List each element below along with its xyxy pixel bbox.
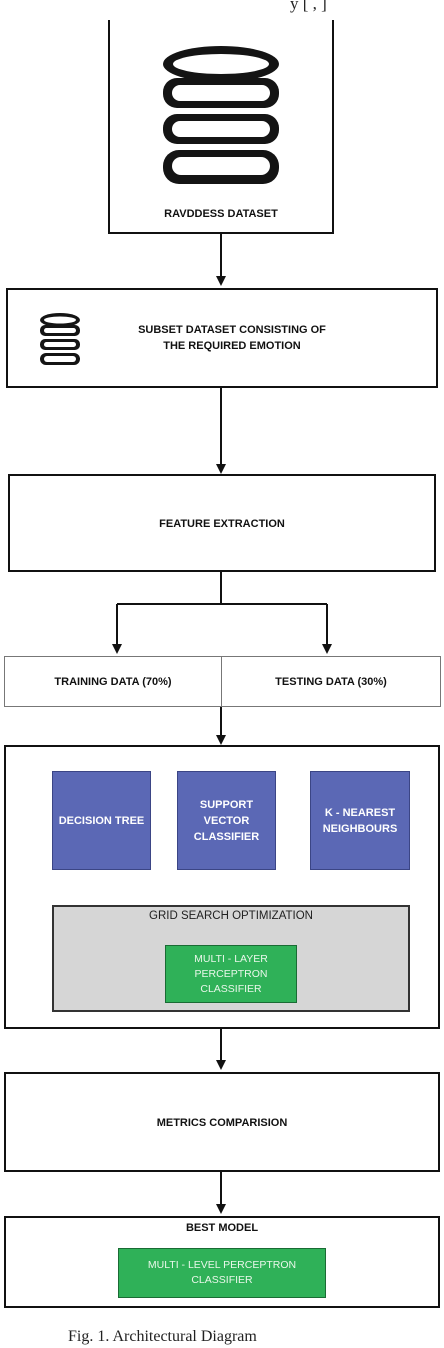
database-icon (163, 46, 279, 184)
subset-label-line1: SUBSET DATASET CONSISTING OF (138, 324, 326, 336)
figure-caption: Fig. 1. Architectural Diagram (68, 1328, 257, 1345)
mlvp-label-line2: CLASSIFIER (191, 1274, 253, 1286)
subset-label-line2: THE REQUIRED EMOTION (163, 340, 301, 352)
metrics-comparison-box: METRICS COMPARISION (4, 1072, 440, 1172)
top-cutoff-text: y [ , ] (290, 0, 327, 13)
svc-label-line3: CLASSIFIER (193, 830, 260, 843)
metrics-comparison-label: METRICS COMPARISION (156, 1117, 288, 1129)
svc-label-line1: SUPPORT (199, 798, 254, 811)
mlp-classifier-box: MULTI - LAYER PERCEPTRON CLASSIFIER (165, 945, 297, 1003)
best-model-label: BEST MODEL (185, 1222, 259, 1234)
dataset-label: RAVDDESS DATASET (164, 208, 278, 220)
mlp-label-line1: MULTI - LAYER (194, 952, 268, 965)
decision-tree-box: DECISION TREE (52, 771, 151, 870)
dataset-box: RAVDDESS DATASET (108, 20, 334, 234)
feature-extraction-label: FEATURE EXTRACTION (159, 518, 285, 530)
knn-box: K - NEAREST NEIGHBOURS (310, 771, 410, 870)
svc-label-line2: VECTOR (203, 814, 250, 827)
database-icon (40, 313, 80, 365)
training-data-label: TRAINING DATA (70%) (54, 676, 172, 688)
subset-label: SUBSET DATASET CONSISTING OF THE REQUIRE… (88, 322, 376, 354)
testing-data-box: TESTING DATA (30%) (221, 656, 441, 707)
subset-box: SUBSET DATASET CONSISTING OF THE REQUIRE… (6, 288, 438, 388)
mlvp-label-line1: MULTI - LEVEL PERCEPTRON (147, 1259, 297, 1271)
training-data-box: TRAINING DATA (70%) (4, 656, 222, 707)
mlp-label-line3: CLASSIFIER (200, 982, 262, 995)
knn-label-line1: K - NEAREST (324, 806, 396, 819)
grid-search-label: GRID SEARCH OPTIMIZATION (149, 910, 313, 922)
svc-box: SUPPORT VECTOR CLASSIFIER (177, 771, 276, 870)
mlp-label-line2: PERCEPTRON (194, 967, 268, 980)
testing-data-label: TESTING DATA (30%) (275, 676, 387, 688)
decision-tree-label: DECISION TREE (58, 814, 145, 827)
mlvp-classifier-box: MULTI - LEVEL PERCEPTRON CLASSIFIER (118, 1248, 326, 1298)
knn-label-line2: NEIGHBOURS (322, 822, 398, 835)
feature-extraction-box: FEATURE EXTRACTION (8, 474, 436, 572)
